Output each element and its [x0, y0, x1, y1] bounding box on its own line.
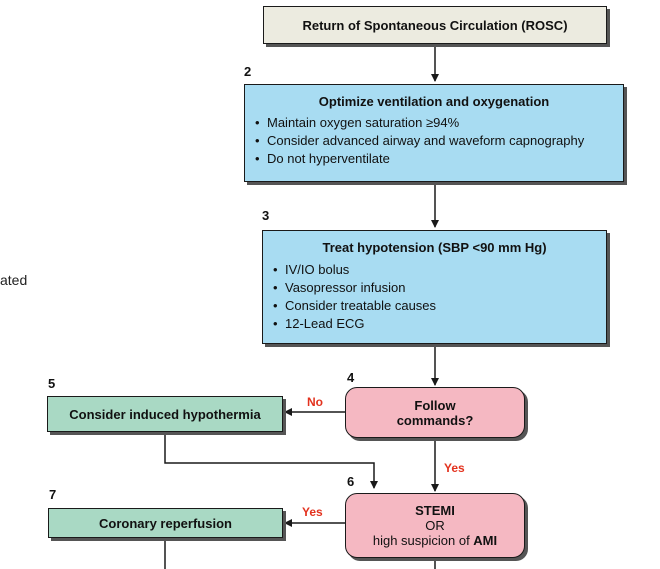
- step-3-number: 3: [262, 208, 270, 223]
- step-5-title: Consider induced hypothermia: [69, 406, 261, 422]
- label-no: No: [307, 395, 323, 409]
- step-2-title: Optimize ventilation and oxygenation: [318, 94, 550, 109]
- step-2-list: Maintain oxygen saturation ≥94% Consider…: [255, 114, 613, 168]
- label-yes-down: Yes: [444, 461, 465, 475]
- step-3-hypotension-box: Treat hypotension (SBP <90 mm Hg) IV/IO …: [262, 230, 607, 344]
- cropped-side-text: ated: [0, 272, 28, 288]
- step-6-ami: AMI: [473, 533, 498, 548]
- step-3-list: IV/IO bolus Vasopressor infusion Conside…: [273, 261, 596, 333]
- step-2-item: Consider advanced airway and waveform ca…: [255, 132, 613, 150]
- step-7-number: 7: [49, 487, 57, 502]
- step-2-ventilation-box: Optimize ventilation and oxygenation Mai…: [244, 84, 624, 182]
- step-6-stemi-box: STEMI OR high suspicion of AMI: [345, 493, 525, 558]
- step-3-item: Consider treatable causes: [273, 297, 596, 315]
- step-1-rosc-box: Return of Spontaneous Circulation (ROSC): [263, 6, 607, 44]
- step-4-line-2: commands?: [396, 412, 474, 428]
- step-4-number: 4: [347, 370, 355, 385]
- step-6-line-2: OR: [425, 518, 445, 533]
- step-2-item: Maintain oxygen saturation ≥94%: [255, 114, 613, 132]
- step-7-title: Coronary reperfusion: [99, 515, 232, 531]
- step-6-number: 6: [347, 474, 355, 489]
- step-2-number: 2: [244, 64, 252, 79]
- step-3-item: Vasopressor infusion: [273, 279, 596, 297]
- step-2-item: Do not hyperventilate: [255, 150, 613, 168]
- step-3-item: 12-Lead ECG: [273, 315, 596, 333]
- step-6-line-3: high suspicion of AMI: [372, 533, 498, 548]
- step-7-reperfusion-box: Coronary reperfusion: [48, 508, 283, 538]
- step-5-number: 5: [48, 376, 56, 391]
- step-5-hypothermia-box: Consider induced hypothermia: [47, 396, 283, 432]
- label-yes-left: Yes: [302, 505, 323, 519]
- step-1-title: Return of Spontaneous Circulation (ROSC): [302, 17, 568, 33]
- step-3-title: Treat hypotension (SBP <90 mm Hg): [322, 240, 547, 255]
- step-6-line-1: STEMI: [415, 503, 455, 518]
- step-4-follow-commands-box: Follow commands?: [345, 387, 525, 438]
- step-4-line-1: Follow: [414, 397, 456, 413]
- step-3-item: IV/IO bolus: [273, 261, 596, 279]
- arrow-5-to-6: [164, 432, 378, 489]
